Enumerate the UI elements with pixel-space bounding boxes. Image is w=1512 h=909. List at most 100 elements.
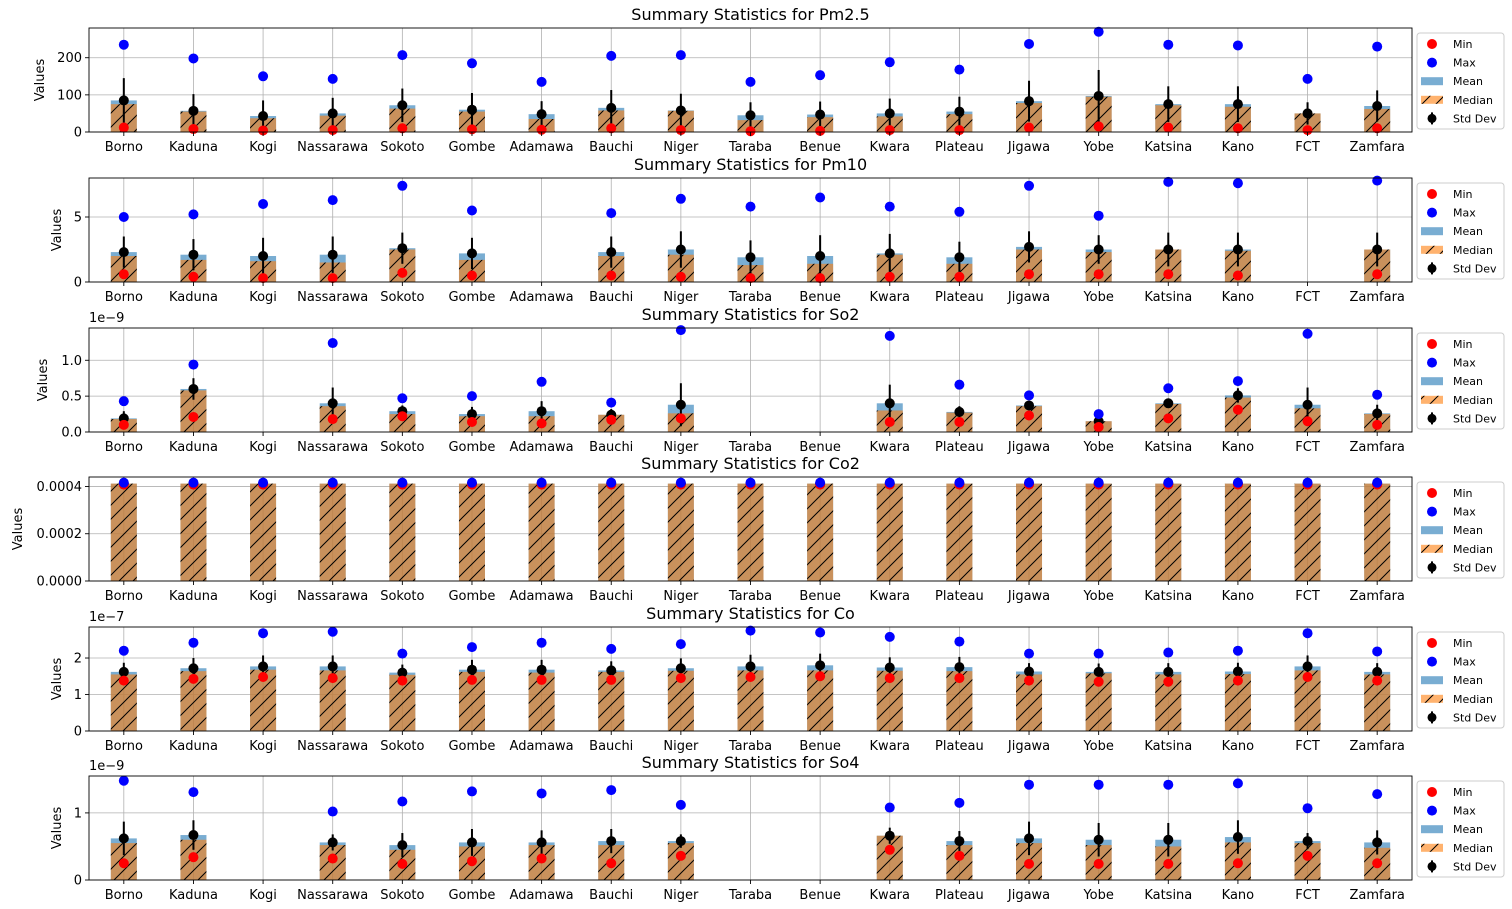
max-point — [954, 64, 965, 75]
x-tick-label: Zamfara — [1349, 440, 1404, 455]
x-tick-label: Kaduna — [169, 290, 218, 305]
y-tick-label: 1.0 — [61, 354, 82, 369]
std-dev-point — [675, 105, 686, 116]
y-tick-label: 0.0000 — [37, 575, 83, 590]
std-dev-point — [188, 105, 199, 116]
y-tick-label: 100 — [57, 88, 82, 103]
std-dev-point — [1302, 399, 1313, 410]
legend-std-marker — [1427, 413, 1437, 423]
x-tick-label: Yobe — [1082, 290, 1113, 305]
x-tick-label: Kaduna — [169, 440, 218, 455]
max-point — [327, 626, 338, 637]
x-tick-label: Benue — [799, 290, 840, 305]
x-tick-label: Katsina — [1144, 440, 1192, 455]
y-tick-label: 0 — [74, 725, 82, 740]
max-point — [1232, 645, 1243, 656]
legend-box — [1416, 481, 1505, 579]
max-point — [606, 643, 617, 654]
min-point — [327, 273, 338, 284]
x-tick-label: Taraba — [728, 140, 772, 155]
x-tick-label: Jigawa — [1007, 589, 1050, 604]
median-bar-hatch — [667, 843, 694, 880]
std-dev-point — [258, 251, 269, 261]
min-point — [1024, 675, 1035, 686]
legend-label: Std Dev — [1453, 561, 1497, 574]
max-point — [397, 180, 408, 191]
std-dev-point — [327, 249, 338, 260]
std-dev-point — [884, 830, 895, 841]
x-tick-label: Adamawa — [510, 440, 574, 455]
chart-title: Summary Statistics for Co2 — [641, 454, 860, 473]
x-tick-label: Gombe — [448, 440, 495, 455]
max-point — [1302, 477, 1313, 488]
x-tick-label: Sokoto — [380, 589, 424, 604]
max-point — [536, 76, 547, 87]
std-dev-point — [1024, 833, 1035, 844]
legend-label: Min — [1453, 38, 1473, 51]
x-tick-label: Benue — [799, 140, 840, 155]
min-point — [1163, 269, 1174, 280]
x-tick-label: Taraba — [728, 888, 772, 903]
min-point — [118, 419, 129, 430]
min-point — [327, 853, 338, 864]
min-point — [1024, 122, 1035, 133]
y-tick-label: 0 — [74, 874, 82, 889]
min-point — [745, 273, 756, 284]
y-tick-label: 1 — [74, 806, 82, 821]
x-tick-label: Nassarawa — [297, 888, 368, 903]
legend-median-hatch — [1421, 843, 1443, 852]
median-bar-hatch — [1294, 843, 1321, 880]
max-point — [1163, 39, 1174, 50]
legend-label: Std Dev — [1453, 860, 1497, 873]
median-bar-hatch — [180, 483, 207, 581]
x-tick-label: Zamfara — [1349, 888, 1404, 903]
std-dev-point — [1232, 666, 1243, 677]
x-tick-label: Kwara — [870, 290, 910, 305]
min-point — [397, 858, 408, 869]
max-point — [188, 209, 199, 220]
std-dev-point — [745, 252, 756, 263]
std-dev-point — [188, 383, 199, 394]
min-point — [954, 673, 965, 684]
std-dev-point — [954, 836, 965, 847]
min-point — [466, 674, 477, 685]
x-tick-label: Benue — [799, 739, 840, 754]
max-point — [327, 806, 338, 817]
y-tick-label: 2 — [74, 652, 82, 667]
legend-std-marker — [1427, 113, 1437, 123]
legend-label: Min — [1453, 487, 1473, 500]
std-dev-point — [1372, 408, 1383, 419]
x-tick-label: Sokoto — [380, 440, 424, 455]
min-point — [1302, 850, 1313, 861]
x-tick-label: Yobe — [1082, 739, 1113, 754]
x-tick-label: Kano — [1222, 440, 1255, 455]
x-tick-label: Jigawa — [1007, 290, 1050, 305]
legend-label: Median — [1453, 394, 1493, 407]
x-tick-label: Niger — [663, 440, 699, 455]
max-point — [1232, 40, 1243, 51]
legend-std-marker — [1427, 562, 1437, 572]
std-dev-point — [1093, 834, 1104, 845]
min-point — [466, 416, 477, 427]
std-dev-point — [606, 102, 617, 113]
y-axis-label: Values — [11, 508, 26, 551]
legend-min-marker — [1427, 39, 1437, 49]
max-point — [675, 477, 686, 488]
x-tick-label: Kano — [1222, 140, 1255, 155]
x-tick-label: Kogi — [249, 290, 277, 305]
x-tick-label: Gombe — [448, 140, 495, 155]
y-axis-label: Values — [33, 59, 48, 102]
max-point — [536, 788, 547, 799]
std-dev-point — [954, 106, 965, 117]
max-point — [884, 57, 895, 68]
legend-label: Min — [1453, 786, 1473, 799]
std-dev-point — [397, 667, 408, 678]
max-point — [258, 71, 269, 82]
x-tick-label: Adamawa — [510, 739, 574, 754]
x-tick-label: Plateau — [935, 589, 984, 604]
max-point — [745, 76, 756, 87]
